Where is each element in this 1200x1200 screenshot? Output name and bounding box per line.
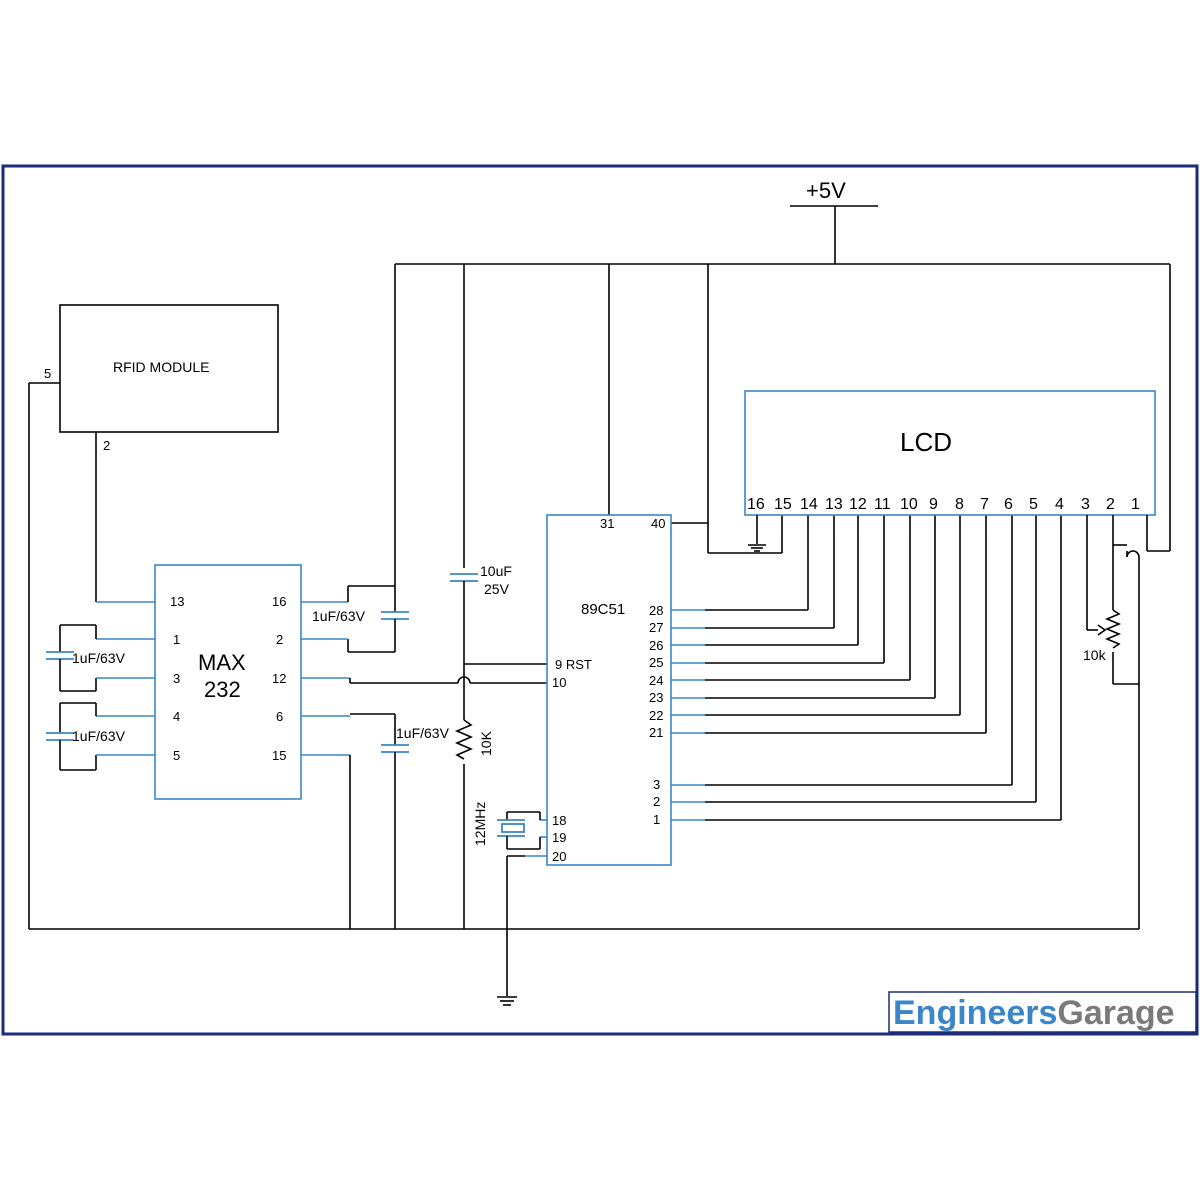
rfid-title: RFID MODULE — [113, 359, 209, 375]
max232-pin-15: 15 — [272, 748, 286, 763]
max232-name-2: 232 — [204, 677, 241, 702]
mcu-pin-21: 21 — [649, 725, 663, 740]
max232-pin-4: 4 — [173, 709, 180, 724]
lcd-pin-5: 5 — [1029, 496, 1038, 513]
resistor-reset-label: 10K — [478, 730, 494, 756]
lcd-pin-8: 8 — [955, 496, 964, 513]
mcu-pin-1: 1 — [653, 812, 660, 827]
lcd-pin-10: 10 — [900, 496, 918, 513]
mcu-pin-25: 25 — [649, 655, 663, 670]
vcc-rail — [394, 263, 1171, 586]
lcd-pin-3: 3 — [1081, 496, 1090, 513]
lcd-pin-9: 9 — [929, 496, 938, 513]
crystal-label: 12MHz — [472, 802, 488, 846]
max232-pin-6: 6 — [276, 709, 283, 724]
max232-name-1: MAX — [198, 650, 246, 675]
brand-part-1: Engineers — [893, 994, 1057, 1032]
drawing-frame — [1, 164, 1199, 1036]
lcd-pin-4: 4 — [1055, 496, 1064, 513]
rfid-module: RFID MODULE 5 2 — [28, 304, 279, 929]
mcu-pin-24: 24 — [649, 673, 663, 688]
brand-logo-text: EngineersGarage — [893, 994, 1175, 1032]
mcu-name: 89C51 — [581, 601, 625, 618]
lcd-pin-2: 2 — [1106, 496, 1115, 513]
cap-max-6-label: 1uF/63V — [396, 725, 450, 741]
cap-max-1-label: 1uF/63V — [72, 650, 126, 666]
mcu-pin-31: 31 — [600, 516, 614, 531]
lcd-title: LCD — [900, 427, 952, 457]
max232-pin-1: 1 — [173, 632, 180, 647]
lcd-pin-7: 7 — [980, 496, 989, 513]
mcu-pin-22: 22 — [649, 708, 663, 723]
supply-5v: +5V — [790, 178, 878, 264]
lcd-pin-12: 12 — [849, 496, 867, 513]
rfid-pin-5: 5 — [44, 366, 51, 381]
mcu-89c51: 89C51 31 40 9 RST 10 18 19 20 28 27 26 2… — [546, 514, 672, 866]
mcu-pin-26: 26 — [649, 638, 663, 653]
max232-pin-3: 3 — [173, 671, 180, 686]
lcd-module: LCD 16 15 14 13 12 11 10 9 8 7 6 5 4 3 2… — [744, 390, 1156, 685]
mcu-pin-19: 19 — [552, 830, 566, 845]
engineersgarage-logo: EngineersGarage — [888, 991, 1197, 1033]
mcu-pin-18: 18 — [552, 813, 566, 828]
max232-chip: MAX 232 13 1 3 4 5 16 2 12 6 15 1uF/63V — [46, 564, 547, 929]
mcu-pin-2: 2 — [653, 794, 660, 809]
cap-max-2-label: 1uF/63V — [72, 728, 126, 744]
lcd-pin-6: 6 — [1004, 496, 1013, 513]
cap-reset-value: 10uF — [480, 563, 512, 579]
mcu-pin-28: 28 — [649, 603, 663, 618]
lcd-pin-16: 16 — [747, 496, 765, 513]
max232-pin-16: 16 — [272, 594, 286, 609]
lcd-pin-15: 15 — [774, 496, 792, 513]
max232-pin-13: 13 — [170, 594, 184, 609]
brand-part-2: Garage — [1057, 994, 1174, 1032]
max232-pin-12: 12 — [272, 671, 286, 686]
reset-network: 10uF 25V 10K — [450, 563, 547, 929]
max232-pin-5: 5 — [173, 748, 180, 763]
cap-reset-voltage: 25V — [484, 581, 510, 597]
mcu-pin-9: 9 RST — [555, 657, 592, 672]
mcu-pin-20: 20 — [552, 849, 566, 864]
lcd-pin-13: 13 — [825, 496, 843, 513]
cap-max-16-label: 1uF/63V — [312, 608, 366, 624]
lcd-bus — [671, 515, 1062, 821]
lcd-pin-1: 1 — [1131, 496, 1140, 513]
max232-pin-2: 2 — [276, 632, 283, 647]
lcd-pin-11: 11 — [874, 496, 891, 513]
mcu-pin-10: 10 — [552, 675, 566, 690]
pot-label: 10k — [1083, 647, 1107, 663]
rfid-pin-2: 2 — [103, 438, 110, 453]
mcu-pin-27: 27 — [649, 620, 663, 635]
ground-rail — [29, 550, 1140, 1006]
crystal: 12MHz — [472, 802, 547, 929]
lcd-pin-14: 14 — [800, 496, 818, 513]
mcu-pin-3: 3 — [653, 777, 660, 792]
supply-label: +5V — [806, 178, 846, 203]
mcu-pin-23: 23 — [649, 690, 663, 705]
mcu-pin-40: 40 — [651, 516, 665, 531]
